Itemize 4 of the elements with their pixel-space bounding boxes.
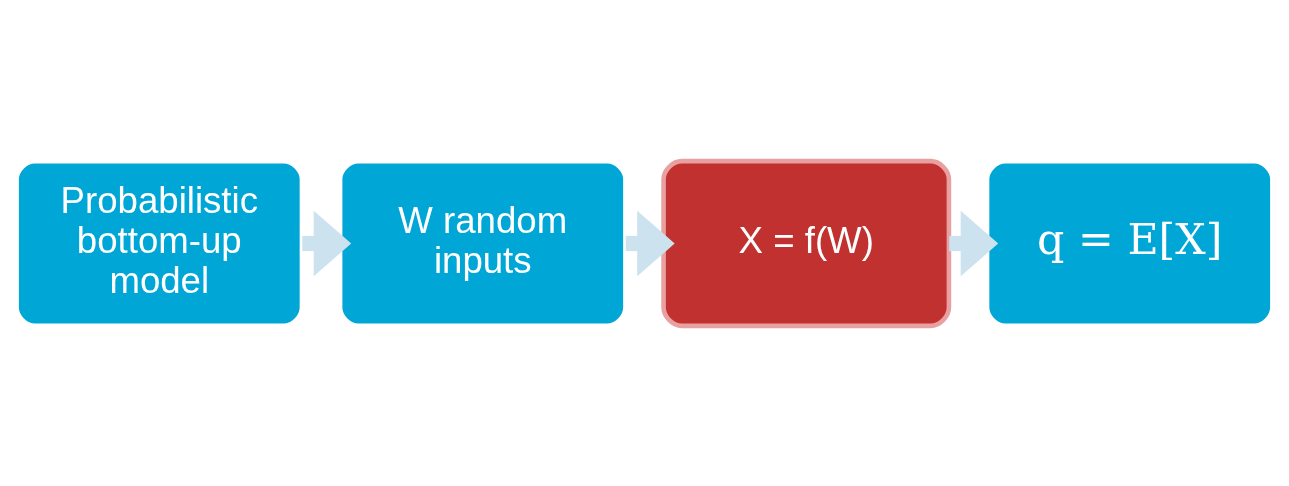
node-box: X = f(W) bbox=[661, 158, 952, 328]
arrow bbox=[302, 210, 352, 276]
arrow bbox=[949, 210, 999, 276]
arrow bbox=[625, 210, 675, 276]
